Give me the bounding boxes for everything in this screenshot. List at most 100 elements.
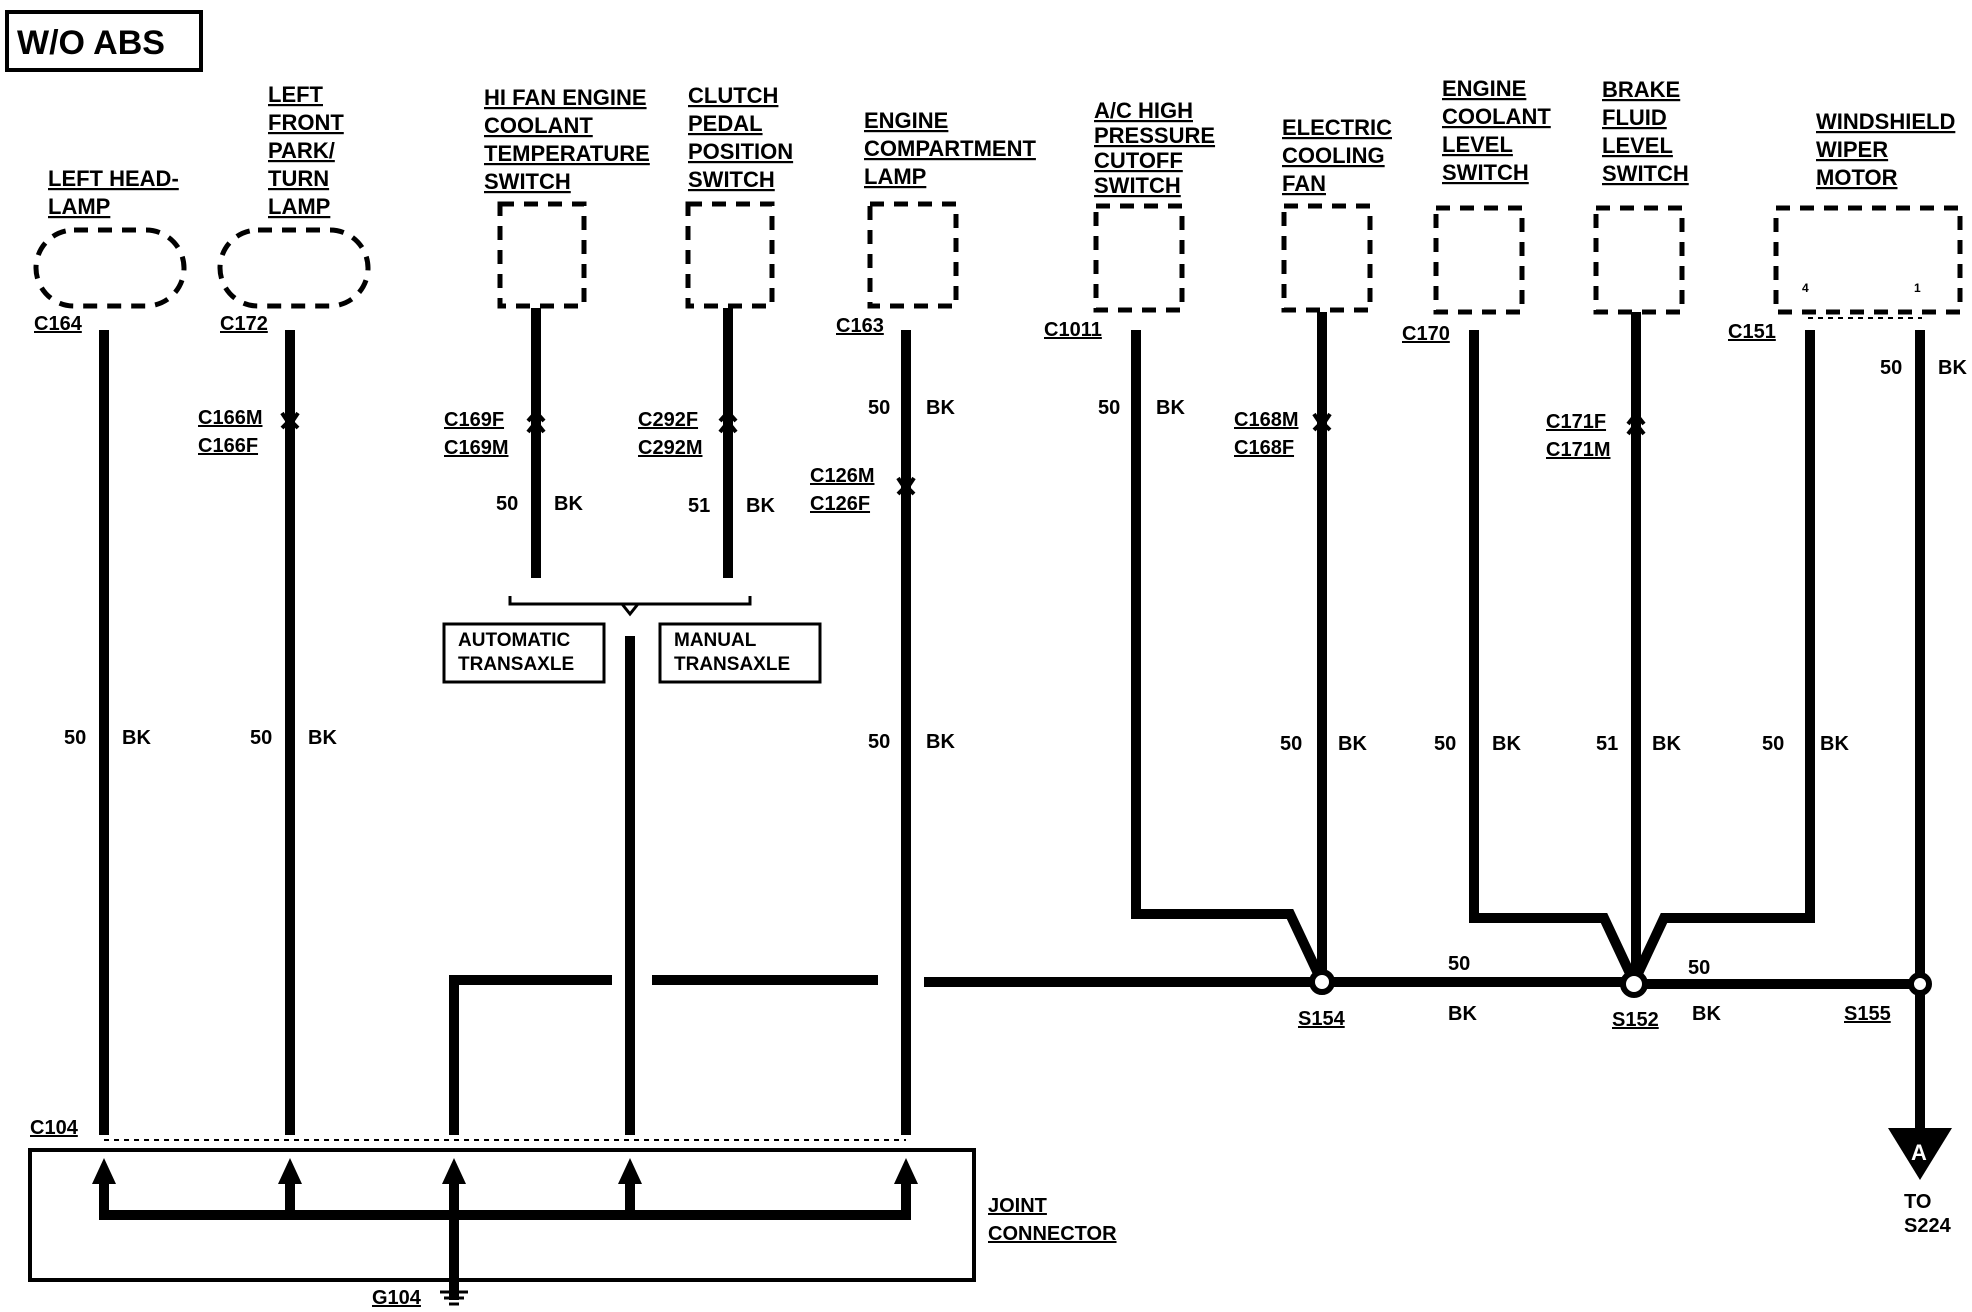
joint-connector-bus [99, 1180, 911, 1220]
park-turn-lamp-label-4: TURN [268, 166, 329, 191]
component-labels: LEFT HEAD- LAMP LEFT FRONT PARK/ TURN LA… [48, 76, 1955, 219]
hi-fan-switch-label-2: COOLANT [484, 113, 593, 138]
wire-park-turn-color: BK [308, 727, 337, 749]
splices: S154 S152 S155 [1298, 969, 1932, 1031]
connector-labels: C164 C172 C166M C166F C169F C169M C292F … [30, 313, 1776, 1139]
splice-s154 [1309, 969, 1335, 995]
engine-lamp-symbol [867, 201, 959, 309]
splice-s155-label: S155 [1844, 1003, 1891, 1025]
joint-arrow-4 [618, 1158, 642, 1184]
cooling-fan-label-2: COOLING [1282, 143, 1385, 168]
wire-bus-s154-s152-color: BK [1448, 1003, 1477, 1025]
wire-clutch-color: BK [746, 495, 775, 517]
splice-s152 [1620, 970, 1648, 998]
clutch-switch-label-2: PEDAL [688, 111, 763, 136]
connector-c171f: C171F [1546, 411, 1606, 433]
transaxle-bracket-tip [620, 603, 640, 617]
ac-switch-label-2: PRESSURE [1094, 123, 1215, 148]
c166-mark-bottom [280, 417, 300, 430]
transaxle-bracket [508, 596, 752, 606]
left-headlamp-label-2: LAMP [48, 194, 110, 219]
wire-ac-switch-color: BK [1156, 397, 1185, 419]
joint-connector-label-1: JOINT [988, 1195, 1047, 1217]
coolant-level-label-1: ENGINE [1442, 76, 1526, 101]
connector-c104: C104 [30, 1117, 79, 1139]
brake-fluid-label-4: SWITCH [1602, 161, 1689, 186]
engine-lamp-label-2: COMPARTMENT [864, 136, 1036, 161]
clutch-switch-label-4: SWITCH [688, 167, 775, 192]
wire-headlamp-circuit: 50 [64, 727, 86, 749]
wiring [99, 308, 1925, 1135]
connector-c169m: C169M [444, 437, 508, 459]
wire-coolant-level-circuit: 50 [1434, 733, 1456, 755]
brake-fluid-symbol [1593, 205, 1685, 315]
ac-switch-label-4: SWITCH [1094, 173, 1181, 198]
joint-arrow-5 [894, 1158, 918, 1184]
component-symbols: 4 1 [33, 201, 1963, 319]
coolant-level-label-3: LEVEL [1442, 132, 1513, 157]
wire-hi-fan-circuit: 50 [496, 493, 518, 515]
wire-headlamp-color: BK [122, 727, 151, 749]
manual-transaxle-label-1: MANUAL [674, 630, 757, 651]
joint-arrow-1 [92, 1158, 116, 1184]
joint-connector: JOINT CONNECTOR G104 [28, 1139, 1117, 1309]
wiper-pin-1: 1 [1914, 281, 1921, 295]
hi-fan-switch-label-1: HI FAN ENGINE [484, 85, 647, 110]
connector-c1011: C1011 [1044, 319, 1102, 341]
wiper-motor-label-1: WINDSHIELD [1816, 109, 1955, 134]
ground-g104-label: G104 [372, 1287, 422, 1309]
coolant-level-label-4: SWITCH [1442, 160, 1529, 185]
connector-marks [280, 408, 1646, 496]
wire-brake-fluid-color: BK [1652, 733, 1681, 755]
park-turn-lamp-label-3: PARK/ [268, 138, 335, 163]
wire-coolant-level-color: BK [1492, 733, 1521, 755]
wire-ac-switch [1131, 330, 1327, 985]
splice-s155 [1908, 972, 1932, 996]
wire-engine-lamp-upper-color: BK [926, 397, 955, 419]
manual-transaxle-label-2: TRANSAXLE [674, 654, 790, 675]
c171-mark-top [1626, 410, 1646, 426]
connector-c170: C170 [1402, 323, 1450, 345]
coolant-level-symbol [1433, 205, 1525, 315]
wire-engine-lamp-upper-circuit: 50 [868, 397, 890, 419]
connector-c164: C164 [34, 313, 83, 335]
coolant-level-label-2: COOLANT [1442, 104, 1551, 129]
c171-mark-bottom [1626, 420, 1646, 436]
connector-c169f: C169F [444, 409, 504, 431]
wire-cooling-fan-color: BK [1338, 733, 1367, 755]
connector-c168f: C168F [1234, 437, 1294, 459]
transaxle-options: AUTOMATIC TRANSAXLE MANUAL TRANSAXLE [442, 622, 822, 684]
wiper-motor-label-2: WIPER [1816, 137, 1888, 162]
cooling-fan-symbol [1281, 203, 1373, 313]
automatic-transaxle-box [442, 622, 606, 684]
engine-lamp-label-3: LAMP [864, 164, 926, 189]
joint-arrow-2 [278, 1158, 302, 1184]
hi-fan-switch-label-3: TEMPERATURE [484, 141, 650, 166]
connector-c126m: C126M [810, 465, 874, 487]
offpage-to-label: TO [1904, 1191, 1931, 1213]
ac-switch-label-3: CUTOFF [1094, 148, 1183, 173]
hi-fan-switch-symbol [497, 201, 587, 309]
c168-mark-top [1312, 412, 1332, 430]
joint-connector-label-2: CONNECTOR [988, 1223, 1117, 1245]
clutch-switch-label-1: CLUTCH [688, 83, 778, 108]
c166-mark-top [280, 411, 300, 429]
connector-c151: C151 [1728, 321, 1776, 343]
wire-engine-lamp-lower-color: BK [926, 731, 955, 753]
wire-hi-fan-color: BK [554, 493, 583, 515]
wiper-pin-4: 4 [1802, 281, 1809, 295]
ac-switch-label-1: A/C HIGH [1094, 98, 1193, 123]
joint-connector-box [28, 1148, 976, 1282]
left-headlamp-label-1: LEFT HEAD- [48, 166, 179, 191]
automatic-transaxle-label-2: TRANSAXLE [458, 654, 574, 675]
connector-c168m: C168M [1234, 409, 1298, 431]
park-turn-lamp-label-5: LAMP [268, 194, 330, 219]
c169-mark-bottom [526, 418, 546, 434]
wire-labels: 50 BK 50 BK 50 BK 51 BK 50 BK 50 BK 50 B… [64, 357, 1967, 1025]
hi-fan-switch-label-4: SWITCH [484, 169, 571, 194]
wire-clutch-circuit: 51 [688, 495, 710, 517]
connector-c292m: C292M [638, 437, 702, 459]
brake-fluid-label-3: LEVEL [1602, 133, 1673, 158]
offpage-target-label: S224 [1904, 1215, 1952, 1237]
wire-bus-s152-s155-color: BK [1692, 1003, 1721, 1025]
